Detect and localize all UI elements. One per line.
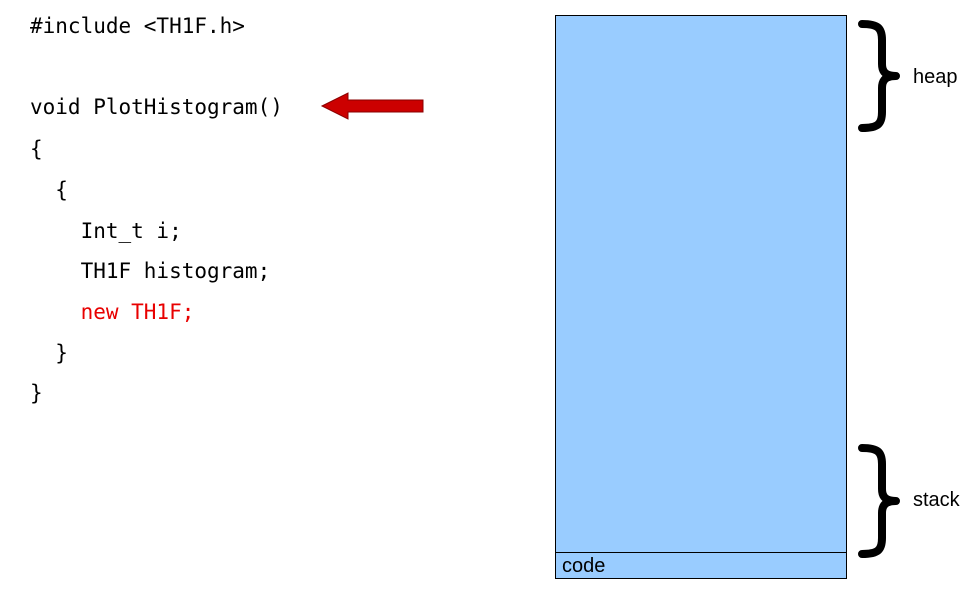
- code-line-inner-open-brace: {: [30, 178, 68, 202]
- heap-label: heap: [913, 66, 958, 88]
- code-line-inner-close-brace: }: [30, 341, 68, 365]
- stack-label: stack: [913, 489, 960, 511]
- code-line-histogram-declaration: TH1F histogram;: [30, 259, 271, 283]
- code-line-include: #include <TH1F.h>: [30, 14, 245, 38]
- code-segment-label: code: [562, 555, 606, 577]
- heap-brace-icon: [858, 20, 900, 132]
- code-line-function-signature: void PlotHistogram(): [30, 95, 283, 119]
- left-arrow-icon: [320, 92, 424, 120]
- memory-layout-box: code: [555, 15, 847, 579]
- code-segment: code: [556, 552, 846, 578]
- code-line-open-brace: {: [30, 137, 43, 161]
- code-line-int-declaration: Int_t i;: [30, 219, 182, 243]
- code-line-new-allocation: new TH1F;: [30, 300, 195, 324]
- stack-brace-icon: [858, 444, 900, 558]
- code-line-close-brace: }: [30, 381, 43, 405]
